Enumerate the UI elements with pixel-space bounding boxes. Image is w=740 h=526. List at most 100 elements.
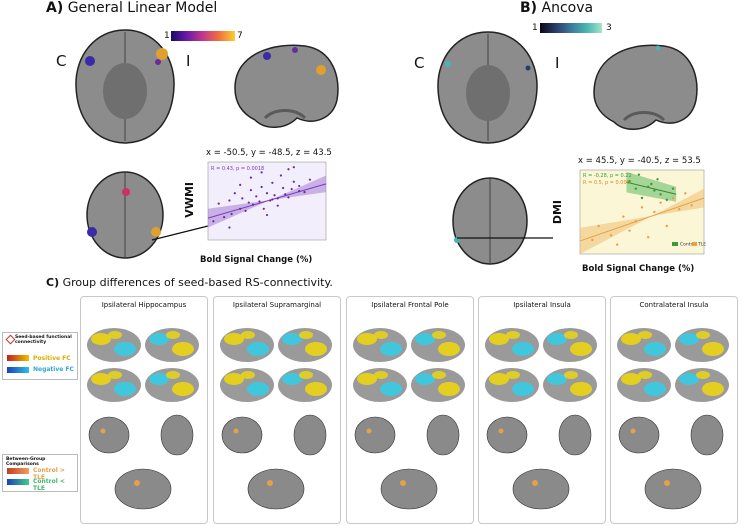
legend-swatch-control: [672, 242, 678, 246]
data-point-a: [273, 194, 276, 197]
seed-panel-title: Ipsilateral Insula: [513, 301, 571, 309]
cluster-dot: [100, 428, 106, 434]
cluster-dot: [498, 428, 504, 434]
data-point-a: [249, 176, 253, 179]
activation-blob: [299, 371, 313, 379]
activation-blob: [374, 371, 388, 379]
activation-blob: [282, 373, 302, 385]
activation-blob: [172, 342, 194, 356]
cortex-surface: [87, 368, 141, 402]
activation-blob: [702, 382, 724, 396]
cbar-b-min: 1: [532, 23, 538, 33]
data-point-a: [303, 191, 306, 194]
activation-blob: [702, 342, 724, 356]
data-point-a: [269, 199, 272, 202]
data-point-tle: [640, 206, 644, 209]
coronal-slice: [88, 416, 130, 454]
data-point-a: [308, 178, 312, 181]
activation-blob: [415, 333, 435, 345]
cbar-a-min: 1: [164, 31, 170, 41]
scatter-a: R = 0.43, p = 0.0018: [207, 161, 327, 241]
activation-blob: [432, 331, 446, 339]
data-point-a: [239, 207, 242, 210]
activation-blob: [299, 331, 313, 339]
data-point-a: [244, 209, 247, 212]
data-point-a: [217, 202, 220, 205]
data-point-tle: [597, 224, 600, 228]
stat-label-tle: R = 0.5, p = 0.006: [583, 180, 630, 186]
panel-a-title: General Linear Model: [67, 0, 218, 16]
sagittal-slice: [512, 468, 570, 510]
activation-blob: [644, 382, 666, 396]
seed-panel-brains: [485, 328, 597, 510]
pointer-line-a: [151, 225, 209, 241]
ci-band-control: [626, 171, 677, 202]
data-point-a: [249, 188, 253, 192]
data-point-a: [287, 196, 290, 199]
data-point-a: [230, 212, 233, 216]
activation-blob: [357, 333, 377, 345]
data-point-a: [260, 171, 263, 174]
cortex-surface: [617, 328, 671, 362]
seed-panel-brains: [87, 328, 199, 510]
data-point-tle: [628, 229, 631, 232]
cortex-surface: [411, 368, 465, 402]
data-point-a: [228, 199, 231, 202]
panel-c-title: Group differences of seed-based RS-conne…: [62, 276, 333, 289]
ci-band-tle: [580, 188, 704, 254]
cluster-dot: [532, 480, 538, 486]
activation-blob: [547, 333, 567, 345]
activation-blob: [108, 371, 122, 379]
data-point-tle: [591, 238, 594, 242]
activation-blob: [489, 333, 509, 345]
activation-blob: [247, 342, 269, 356]
activation-blob: [564, 371, 578, 379]
data-point-a: [241, 197, 244, 200]
activation-blob: [357, 373, 377, 385]
cortex-surface: [543, 368, 597, 402]
cortex-surface: [411, 328, 465, 362]
data-point-a: [281, 186, 285, 190]
brain-axial-b-2: [452, 177, 528, 265]
data-point-a: [228, 226, 231, 229]
data-point-a: [260, 185, 263, 189]
panel-b-heading: B) Ancova: [520, 0, 593, 16]
cortex-surface: [87, 328, 141, 362]
activation-blob: [415, 373, 435, 385]
activation-blob: [644, 342, 666, 356]
legend-neg-label: Negative FC: [33, 366, 74, 373]
data-point-control: [653, 189, 656, 192]
activation-blob: [679, 333, 699, 345]
data-point-tle: [684, 192, 687, 195]
data-point-a: [276, 197, 279, 200]
data-point-control: [665, 198, 668, 202]
cortex-surface: [278, 368, 332, 402]
cluster-dot: [267, 480, 273, 486]
legend-seed-title: Seed-based functional connectivity: [15, 335, 72, 345]
axial-slice: [426, 414, 460, 456]
data-point-a: [233, 192, 236, 195]
legend-group-pos-bar: [7, 468, 29, 474]
data-point-control: [659, 193, 662, 196]
data-point-control: [640, 196, 644, 200]
activation-blob: [374, 331, 388, 339]
activation-blob: [241, 331, 255, 339]
activation-blob: [564, 331, 578, 339]
scatter-b: R = -0.28, p = 0.22R = 0.5, p = 0.006Con…: [579, 169, 706, 255]
cortex-surface: [617, 368, 671, 402]
panel-c-heading: C) Group differences of seed-based RS-co…: [46, 276, 333, 289]
data-point-a: [271, 181, 274, 184]
activation-blob: [438, 382, 460, 396]
coronal-slice: [618, 416, 660, 454]
cortex-surface: [145, 328, 199, 362]
stat-label-control: R = -0.28, p = 0.22: [583, 173, 632, 179]
activation-blob: [621, 373, 641, 385]
data-point-tle: [659, 201, 662, 204]
data-point-control: [671, 187, 675, 190]
diamond-icon: [5, 334, 16, 345]
data-point-control: [637, 173, 641, 176]
activation-blob: [512, 382, 534, 396]
seed-panel-2: Ipsilateral Supramarginal: [213, 296, 341, 524]
cbar-b: [540, 23, 602, 33]
data-point-tle: [647, 236, 650, 239]
